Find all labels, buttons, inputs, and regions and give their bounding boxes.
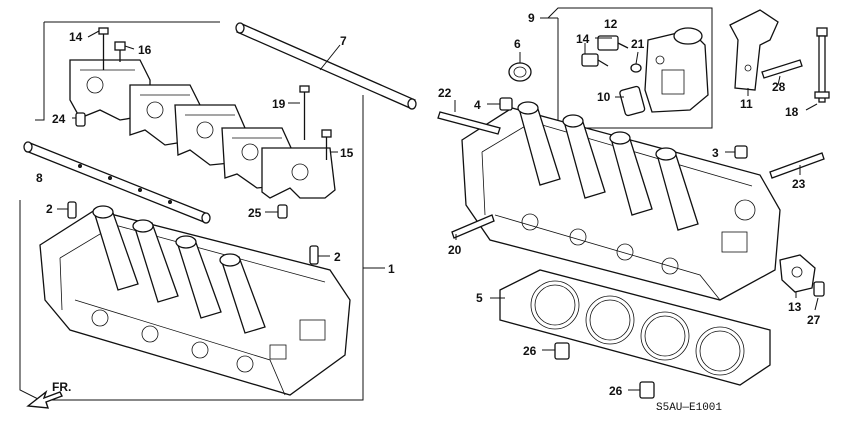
long-bolt-18 <box>814 27 830 103</box>
seal-ring-6 <box>508 62 532 82</box>
callout-15: 14 <box>69 30 83 44</box>
stud-bolt-23 <box>769 152 825 179</box>
rocker-arm-assembly <box>69 59 336 199</box>
dowel-collar-25 <box>277 204 288 219</box>
bolt-27 <box>813 281 825 297</box>
right-group-bracket <box>540 7 713 129</box>
callouts: 14 16 7 24 19 15 25 8 2 2 1 9 12 14 6 21… <box>36 11 821 398</box>
cylinder-head-right <box>461 101 781 301</box>
bolt-19 <box>299 85 310 140</box>
callout-7: 7 <box>340 34 347 48</box>
diagram-code: S5AU—E1001 <box>656 402 722 414</box>
callout-20: 20 <box>448 243 462 257</box>
stud-bolt-20 <box>451 214 495 239</box>
head-gasket-5 <box>499 269 771 386</box>
callout-14: 14 <box>576 32 590 46</box>
callout-21: 21 <box>631 37 645 51</box>
leader-lines <box>57 30 819 391</box>
spool-valve <box>644 27 709 113</box>
callout-9: 9 <box>528 11 535 25</box>
callout-5: 5 <box>476 291 483 305</box>
callout-2a: 2 <box>46 202 53 216</box>
callout-2b: 2 <box>334 250 341 264</box>
callout-24: 24 <box>52 112 66 126</box>
rocker-shaft-8 <box>23 141 211 224</box>
dowel-pin-2a <box>67 201 77 219</box>
front-label: FR. <box>52 380 71 394</box>
callout-25: 25 <box>248 206 262 220</box>
callout-26b: 26 <box>609 384 623 398</box>
callout-8: 8 <box>36 171 43 185</box>
sensor-13 <box>779 254 816 293</box>
dowel-26b <box>639 381 655 399</box>
callout-16: 15 <box>340 146 354 160</box>
sensor-14 <box>581 53 609 67</box>
callout-19: 19 <box>272 97 286 111</box>
stud-bolt-22 <box>437 111 501 135</box>
dowel-pin-2b <box>309 245 319 265</box>
callout-18: 18 <box>785 105 799 119</box>
callout-23: 23 <box>792 177 806 191</box>
cap-4 <box>499 97 513 111</box>
callout-11: 11 <box>740 97 753 111</box>
callout-13: 13 <box>788 300 802 314</box>
cylinder-head-left <box>39 205 351 396</box>
callout-28: 28 <box>772 80 786 94</box>
front-direction-arrow: FR. <box>26 380 71 409</box>
callout-17: 16 <box>138 43 152 57</box>
dowel-26a <box>554 342 570 360</box>
callout-4: 4 <box>474 98 481 112</box>
bolt-16 <box>321 129 332 160</box>
dowel-collar-24 <box>75 112 86 127</box>
callout-26a: 26 <box>523 344 537 358</box>
o-ring-21 <box>630 63 642 73</box>
switch-12 <box>597 35 629 51</box>
rocker-shaft-7 <box>235 22 417 110</box>
callout-22: 22 <box>438 86 452 100</box>
bolt-17 <box>114 41 126 62</box>
callout-12: 12 <box>604 17 618 31</box>
callout-3: 3 <box>712 146 719 160</box>
callout-27: 27 <box>807 313 821 327</box>
callout-1: 1 <box>388 262 395 276</box>
bracket-11 <box>729 9 779 91</box>
callout-6: 6 <box>514 37 521 51</box>
gasket-10 <box>619 85 646 117</box>
bolt-28 <box>761 59 803 79</box>
callout-10: 10 <box>597 90 611 104</box>
cap-3 <box>734 145 748 159</box>
